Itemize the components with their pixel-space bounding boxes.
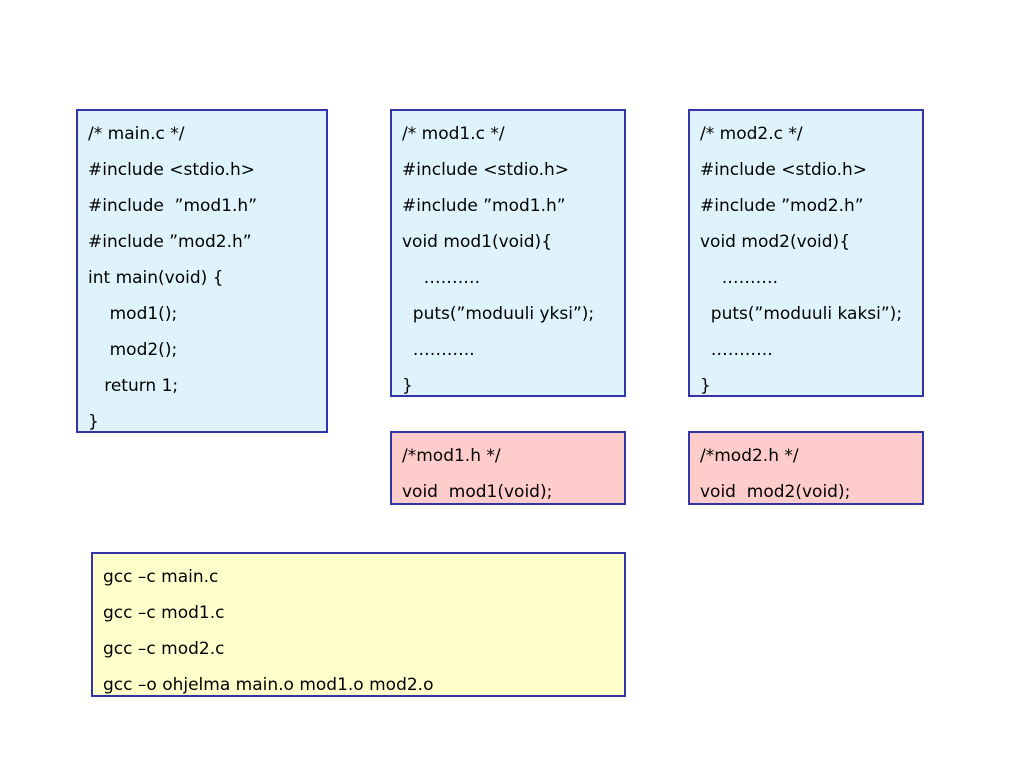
code-line: #include ”mod1.h” [402, 196, 566, 216]
mod1-h-code-box: /*mod1.h */ void mod1(void); [390, 431, 626, 505]
mod2-h-code-box: /*mod2.h */ void mod2(void); [688, 431, 924, 505]
command-line: gcc –o ohjelma main.o mod1.o mod2.o [103, 675, 434, 695]
code-line: void mod2(void); [700, 482, 851, 502]
code-line: ……….. [700, 340, 773, 360]
code-line: } [402, 376, 413, 396]
code-line: void mod1(void){ [402, 232, 553, 252]
code-line: ………. [402, 268, 481, 288]
code-line: mod2(); [88, 340, 178, 360]
code-line: return 1; [88, 376, 179, 396]
build-commands-box: gcc –c main.c gcc –c mod1.c gcc –c mod2.… [91, 552, 626, 697]
code-line: /* mod1.c */ [402, 124, 505, 144]
code-line: #include <stdio.h> [88, 160, 256, 180]
command-line: gcc –c main.c [103, 567, 219, 587]
code-line: puts(”moduuli kaksi”); [700, 304, 903, 324]
code-line: ………. [700, 268, 779, 288]
code-line: void mod2(void){ [700, 232, 851, 252]
code-line: /*mod2.h */ [700, 446, 799, 466]
code-line: #include <stdio.h> [402, 160, 570, 180]
code-line: /* main.c */ [88, 124, 185, 144]
code-line: } [700, 376, 711, 396]
code-line: #include <stdio.h> [700, 160, 868, 180]
mod2-c-code-box: /* mod2.c */ #include <stdio.h> #include… [688, 109, 924, 397]
mod1-c-code-box: /* mod1.c */ #include <stdio.h> #include… [390, 109, 626, 397]
code-line: #include ”mod2.h” [88, 232, 252, 252]
code-line: mod1(); [88, 304, 178, 324]
main-c-code-box: /* main.c */ #include <stdio.h> #include… [76, 109, 328, 433]
code-line: } [88, 412, 99, 432]
code-line: #include ”mod1.h” [88, 196, 258, 216]
command-line: gcc –c mod2.c [103, 639, 225, 659]
code-line: #include ”mod2.h” [700, 196, 864, 216]
code-line: int main(void) { [88, 268, 224, 288]
code-line: void mod1(void); [402, 482, 553, 502]
command-line: gcc –c mod1.c [103, 603, 225, 623]
code-line: ……….. [402, 340, 475, 360]
code-line: puts(”moduuli yksi”); [402, 304, 595, 324]
code-line: /*mod1.h */ [402, 446, 501, 466]
code-line: /* mod2.c */ [700, 124, 803, 144]
